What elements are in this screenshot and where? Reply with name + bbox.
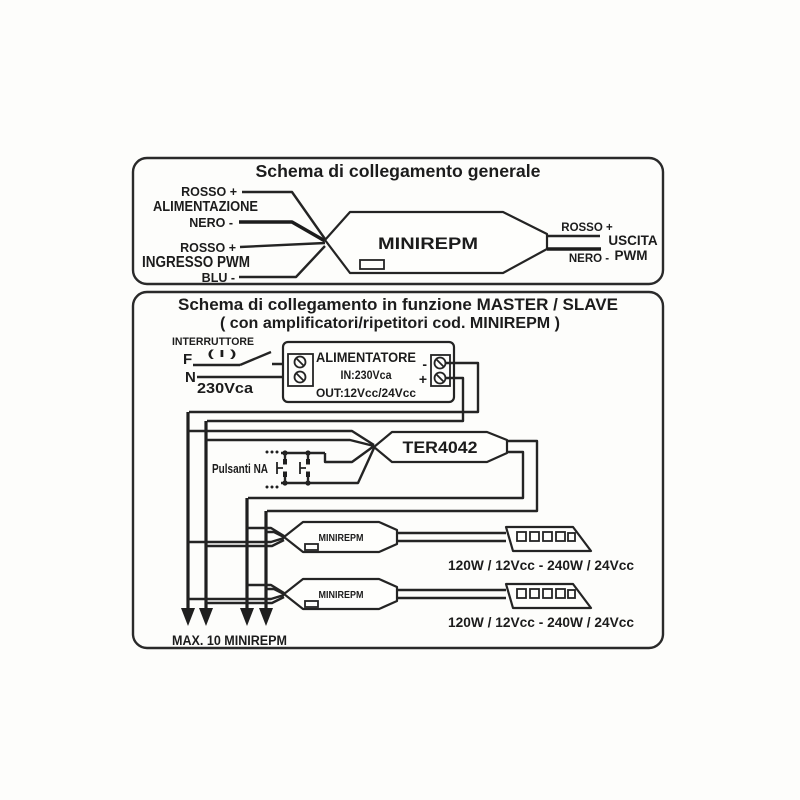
minirepm-main-label: MINIREPM [378, 234, 478, 253]
label-uscita-nero: NERO - [569, 253, 609, 265]
minirepm-repeater-label: MINIREPM [319, 533, 364, 544]
label-switch-position: ( I ) [208, 349, 237, 360]
label-uscita: USCITA [608, 233, 657, 248]
wire-blu-pwm [239, 245, 326, 279]
repeater-1: MINIREPM 120W / 12Vcc - 240W / 24Vcc [188, 520, 634, 573]
label-ingresso-blu: BLU - [202, 271, 235, 285]
bus-continuation-arrows [181, 608, 273, 626]
wire-minus-rail [189, 361, 480, 414]
pushbutton-bridge [265, 445, 376, 489]
label-uscita-rosso: ROSSO + [561, 222, 613, 234]
label-alimentazione: ALIMENTAZIONE [153, 199, 258, 215]
screw-icon [293, 370, 307, 384]
screw-slot [295, 357, 305, 367]
down-arrow-icon [199, 608, 213, 626]
repeater-2-input-wires [188, 583, 285, 605]
down-arrow-icon [181, 608, 195, 626]
signal-return-wires [245, 439, 539, 610]
label-interruttore: INTERRUTTORE [172, 336, 254, 348]
wire-ter-power-b [206, 438, 375, 448]
push-button-icon [276, 453, 287, 483]
psu-output-terminal-block [430, 354, 451, 387]
repeater-1-input-wires [188, 526, 285, 548]
general-schema-title: Schema di collegamento generale [256, 161, 541, 181]
psu-name: ALIMENTATORE [316, 350, 416, 365]
wire-signal-c [248, 450, 525, 500]
push-button-icon [299, 453, 310, 483]
wire-rosso-power [242, 190, 326, 240]
label-230vca: 230Vca [197, 380, 254, 397]
wire-signal-d [267, 439, 539, 513]
screw-icon [293, 355, 307, 369]
junction-dots [282, 450, 311, 486]
repeater-connector [304, 543, 319, 551]
psu-input-rating: IN:230Vca [341, 368, 392, 382]
psu-minus-label: - [422, 356, 427, 372]
led-chips [516, 531, 576, 542]
strip-rating-label: 120W / 12Vcc - 240W / 24Vcc [448, 557, 634, 573]
screw-icon [433, 371, 447, 385]
minirepm-main-connector [359, 259, 385, 270]
continuation-dots-icon [265, 450, 279, 489]
label-ingresso-rosso: ROSSO + [180, 241, 236, 255]
ter4042-label: TER4042 [403, 439, 478, 457]
down-arrow-icon [240, 608, 254, 626]
psu-box [281, 340, 456, 404]
screw-icon [433, 356, 447, 370]
label-alimentazione-rosso: ROSSO + [181, 185, 237, 199]
screw-slot [435, 358, 445, 368]
wire-rosso-pwm [239, 241, 326, 249]
strip-rating-label: 120W / 12Vcc - 240W / 24Vcc [448, 614, 634, 630]
screw-slot [435, 373, 445, 383]
wire-plus-rail [207, 376, 465, 423]
repeater-connector [304, 600, 319, 608]
general-output-wires [547, 234, 601, 251]
psu-plus-label: + [419, 371, 427, 387]
max-repeaters-note: MAX. 10 MINIREPM [172, 633, 287, 648]
psu-input-terminal-block [287, 353, 314, 387]
psu-output-screws [433, 356, 447, 385]
psu-output-rating: OUT:12Vcc/24Vcc [316, 386, 416, 400]
screw-slot [295, 372, 305, 382]
ter4042-device [372, 430, 509, 464]
repeater-2: MINIREPM 120W / 12Vcc - 240W / 24Vcc [188, 577, 634, 630]
switch-lever [239, 350, 272, 367]
master-slave-box [131, 290, 665, 650]
master-slave-title-line1: Schema di collegamento in funzione MASTE… [178, 296, 618, 314]
psu-input-screws [293, 355, 307, 384]
led-chips [516, 588, 576, 599]
label-alimentazione-nero: NERO - [189, 216, 233, 230]
label-phase-f: F [183, 351, 192, 368]
dc-power-rails [186, 361, 480, 610]
label-ingresso-pwm: INGRESSO PWM [142, 254, 250, 271]
label-uscita-pwm: PWM [615, 248, 648, 263]
wire-ter-power-a [188, 429, 375, 447]
master-slave-title-line2: ( con amplificatori/ripetitori cod. MINI… [220, 315, 560, 332]
bridge-out-bottom [325, 447, 376, 485]
label-neutral-n: N [185, 369, 196, 386]
label-pulsanti-na: Pulsanti NA [212, 461, 268, 476]
general-schema-box [131, 156, 665, 286]
minirepm-main-device [323, 210, 549, 275]
minirepm-repeater-label: MINIREPM [319, 590, 364, 601]
down-arrow-icon [259, 608, 273, 626]
bridge-out-top [323, 445, 375, 464]
general-input-wires [239, 190, 326, 279]
wire-nero-power [239, 220, 326, 243]
